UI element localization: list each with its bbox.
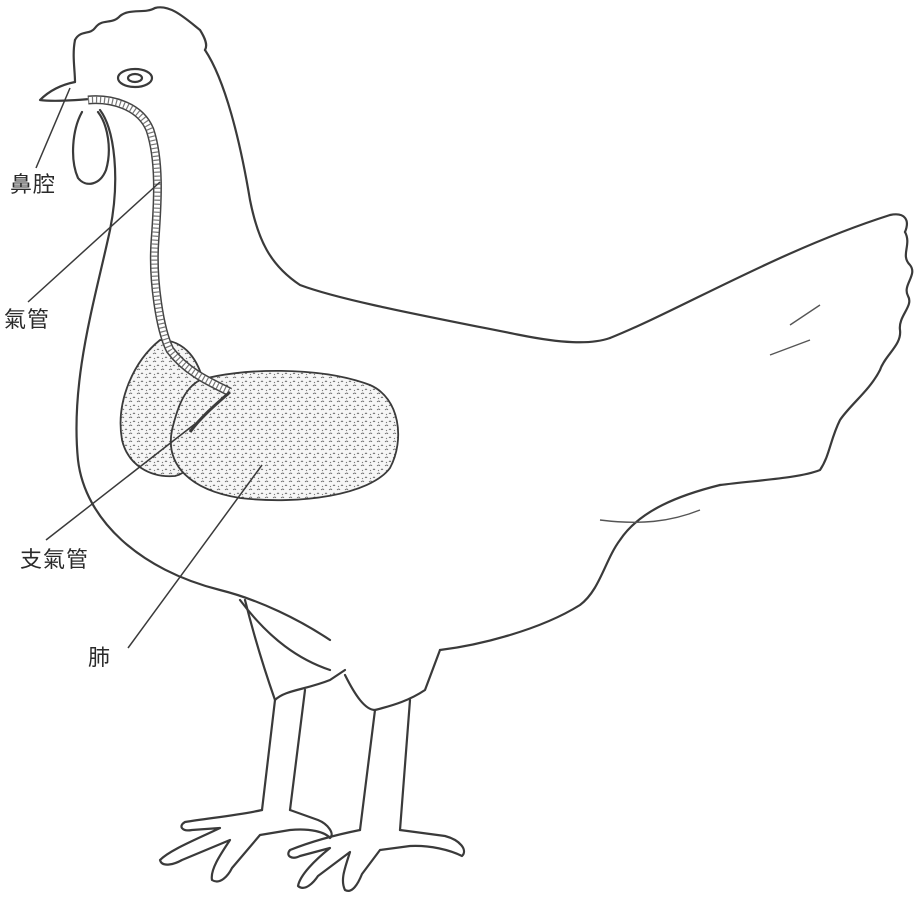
lung <box>171 371 398 500</box>
lower-body-outline <box>440 485 720 650</box>
foot-right <box>288 830 464 891</box>
neck-back-outline <box>205 50 610 342</box>
comb <box>75 7 206 50</box>
leader-trachea <box>28 182 160 302</box>
label-lung: 肺 <box>88 648 111 670</box>
tail-upper-outline <box>610 214 907 338</box>
wattle <box>73 112 109 184</box>
leg-right <box>360 710 375 830</box>
wing-lines <box>600 305 820 522</box>
label-bronchus: 支氣管 <box>20 550 89 572</box>
leg-left <box>245 600 275 810</box>
label-trachea: 氣管 <box>4 310 50 332</box>
label-nasal-cavity: 鼻腔 <box>10 175 56 197</box>
eye <box>118 69 152 87</box>
tail-edge <box>720 232 912 485</box>
leader-lung <box>128 465 262 648</box>
